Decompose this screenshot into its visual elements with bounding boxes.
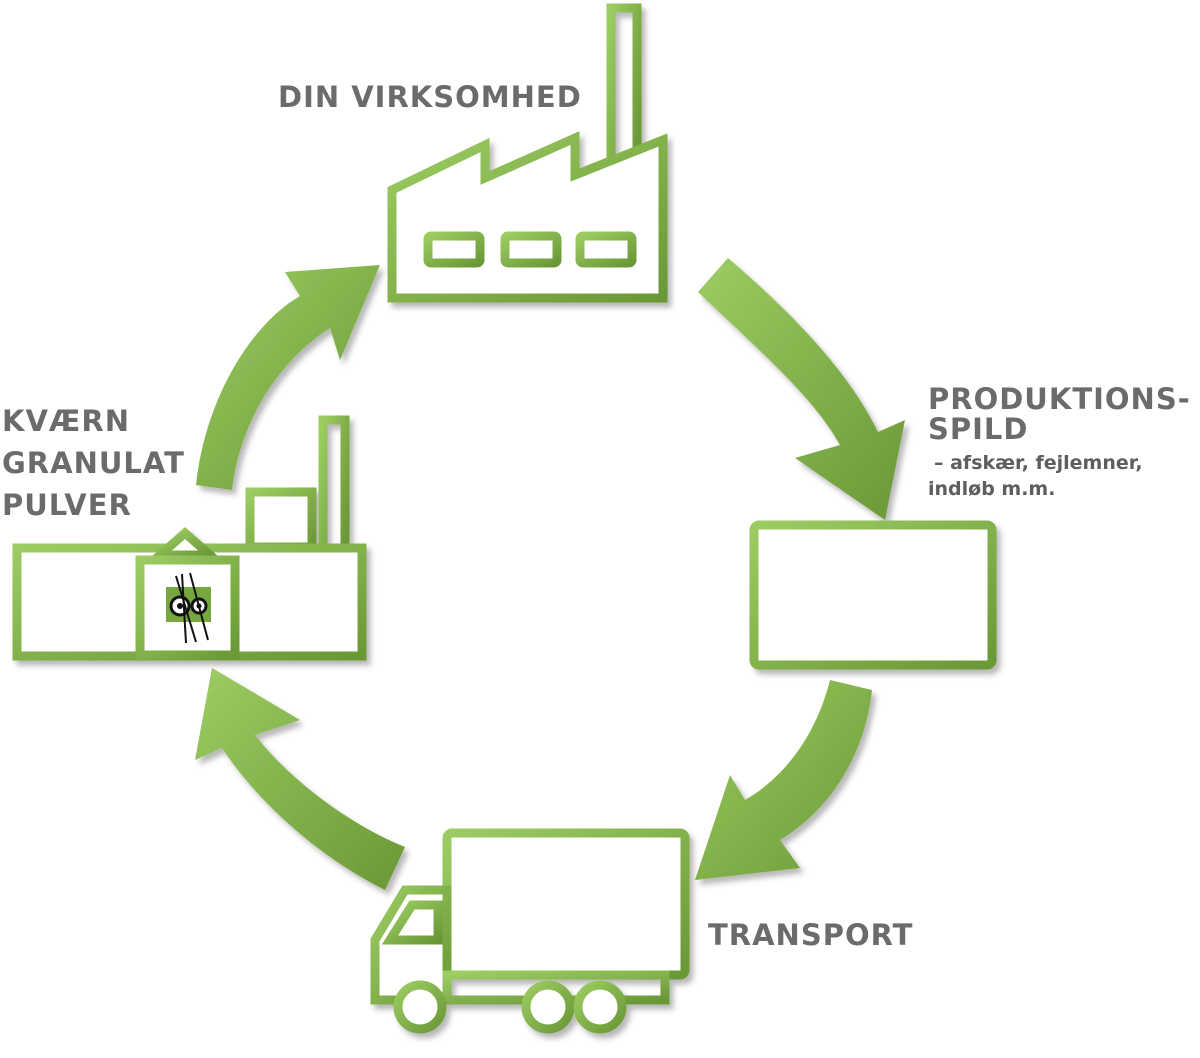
grinding-label-line3: PULVER bbox=[2, 488, 132, 522]
arrow-waste-to-transport bbox=[695, 680, 872, 880]
arrow-business-to-waste bbox=[698, 258, 905, 520]
waste-label-line1: PRODUKTIONS- bbox=[928, 382, 1191, 416]
waste-label-line2: SPILD bbox=[928, 412, 1029, 446]
waste-detail-line2: indløb m.m. bbox=[928, 478, 1056, 500]
factory-icon bbox=[387, 3, 668, 303]
waste-detail-line1: – afskær, fejlemner, bbox=[934, 452, 1143, 474]
truck-icon bbox=[370, 828, 690, 1034]
grinder-mechanism-icon bbox=[166, 572, 211, 644]
shipping-container-icon bbox=[749, 520, 997, 670]
arrow-transport-to-grinding bbox=[195, 668, 405, 890]
grinding-label-line2: GRANULAT bbox=[2, 446, 185, 480]
arrow-grinding-to-business bbox=[196, 265, 380, 490]
transport-label: TRANSPORT bbox=[708, 918, 914, 952]
grinding-label-line1: KVÆRN bbox=[2, 404, 130, 438]
business-label: DIN VIRKSOMHED bbox=[278, 80, 582, 114]
